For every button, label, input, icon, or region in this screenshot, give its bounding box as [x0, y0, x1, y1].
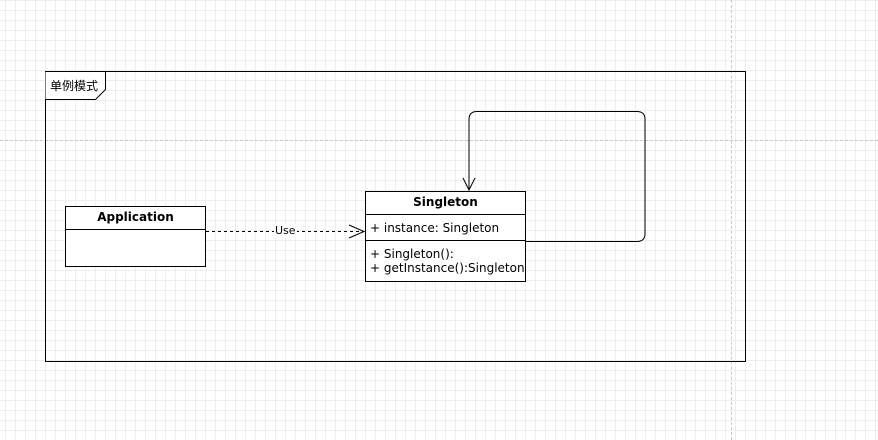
frame-singleton-pattern[interactable]: [45, 71, 746, 362]
dependency-label: Use: [274, 224, 297, 238]
class-application[interactable]: Application: [65, 206, 206, 267]
class-attributes: + instance: Singleton: [366, 215, 525, 241]
attribute[interactable]: + instance: Singleton: [370, 221, 500, 235]
class-name: Singleton: [366, 192, 525, 215]
page-break-vertical: [731, 0, 732, 440]
class-singleton[interactable]: Singleton + instance: Singleton + Single…: [365, 191, 526, 282]
class-operations: + Singleton(): + getInstance():Singleton: [366, 241, 525, 278]
page-break-horizontal: [0, 140, 878, 141]
operation[interactable]: + getInstance():Singleton: [370, 261, 525, 275]
class-body: [66, 230, 205, 236]
class-name: Application: [66, 207, 205, 230]
frame-title: 单例模式: [50, 79, 99, 93]
operation[interactable]: + Singleton():: [370, 247, 454, 261]
